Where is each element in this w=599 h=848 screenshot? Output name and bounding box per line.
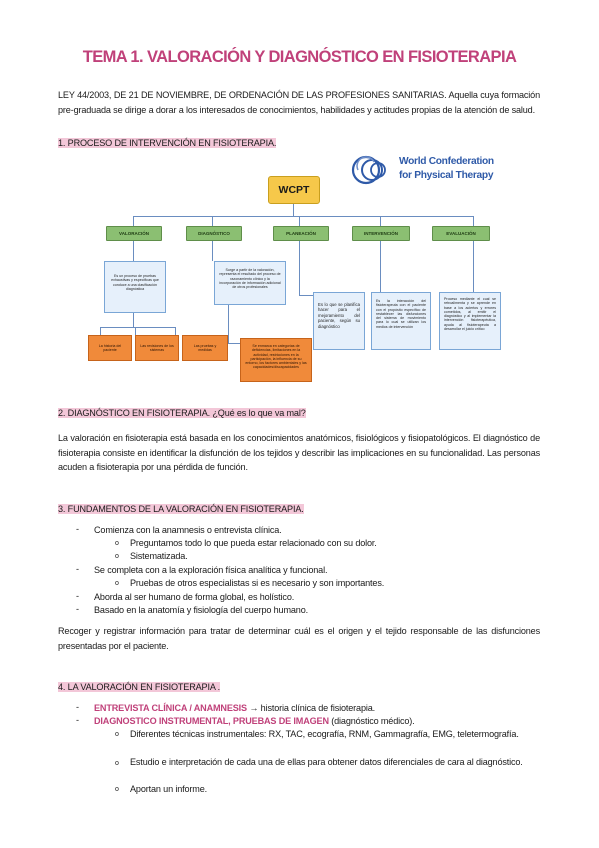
intro-paragraph: LEY 44/2003, DE 21 DE NOVIEMBRE, DE ORDE…	[58, 90, 540, 115]
anamnesis-label: ENTREVISTA CLÍNICA / ANAMNESIS	[94, 703, 247, 713]
list-item: Se completa con a la exploración física …	[94, 565, 328, 575]
list-item-anamnesis: ENTREVISTA CLÍNICA / ANAMNESIS → histori…	[94, 702, 375, 715]
connector	[212, 216, 213, 226]
connector	[299, 241, 300, 296]
list-item: Aportan un informe.	[130, 784, 208, 794]
dash-bullet: -	[76, 591, 80, 601]
list-item: Aborda al ser humano de forma global, es…	[94, 592, 295, 602]
wcpt-root-node: WCPT	[268, 176, 320, 204]
section-1-heading: 1. PROCESO DE INTERVENCIÓN EN FISIOTERAP…	[58, 137, 276, 150]
list-item-diagnostico-instrumental: DIAGNOSTICO INSTRUMENTAL, PRUEBAS DE IMA…	[94, 715, 415, 728]
intervencion-description: Es la interacción del fisioterapeuta con…	[371, 292, 431, 350]
section-2-heading: 2. DIAGNÓSTICO EN FISIOTERAPIA. ¿Qué es …	[58, 407, 306, 420]
connector	[135, 327, 136, 335]
wcpt-diagram: World Confederation for Physical Therapy…	[88, 150, 550, 382]
diagnostico-description: Surge a partir de la valoración, represe…	[214, 261, 286, 305]
dash-bullet: -	[76, 702, 80, 712]
list-item: Pruebas de otros especialistas si es nec…	[130, 578, 385, 588]
logo-text-line2: for Physical Therapy	[399, 170, 494, 181]
circle-bullet: o	[115, 553, 119, 560]
wcpt-logo-icon	[350, 152, 394, 188]
circle-bullet: o	[115, 786, 119, 793]
connector	[175, 327, 176, 335]
section-2-heading-text: 2. DIAGNÓSTICO EN FISIOTERAPIA. ¿Qué es …	[58, 408, 306, 418]
list-item: Diferentes técnicas instrumentales: RX, …	[130, 729, 519, 739]
list-item: Preguntamos todo lo que pueda estar rela…	[130, 538, 377, 548]
circle-bullet: o	[115, 731, 119, 738]
connector	[133, 241, 134, 261]
diagnostico-instrumental-rest: (diagnóstico médico).	[328, 716, 415, 726]
connector	[100, 327, 101, 335]
list-item: Comienza con la anamnesis o entrevista c…	[94, 525, 282, 535]
orange-historia: La historia del paciente	[88, 335, 132, 361]
diagnostico-orange-box: Se enmarca en categorías de deficiencias…	[240, 338, 312, 382]
diagnostico-instrumental-label: DIAGNOSTICO INSTRUMENTAL, PRUEBAS DE IMA…	[94, 716, 329, 726]
section-4-heading-text: 4. LA VALORACIÓN EN FISIOTERAPIA .	[58, 682, 221, 692]
connector	[133, 216, 473, 217]
connector	[380, 241, 381, 296]
header-valoracion: VALORACIÓN	[106, 226, 162, 241]
circle-bullet: o	[115, 760, 119, 767]
connector	[473, 241, 474, 296]
circle-bullet: o	[115, 580, 119, 587]
connector	[293, 204, 294, 216]
dash-bullet: -	[76, 564, 80, 574]
connector	[133, 216, 134, 226]
evaluacion-description: Proceso mediante el cual se retroaliment…	[439, 292, 501, 350]
connector	[133, 313, 134, 327]
dash-bullet: -	[76, 604, 80, 614]
connector	[228, 305, 229, 343]
orange-pruebas: Las pruebas y medidas	[182, 335, 228, 361]
list-item: Basado en la anatomía y fisiología del c…	[94, 605, 308, 615]
connector	[100, 327, 175, 328]
header-evaluacion: EVALUACIÓN	[432, 226, 490, 241]
orange-revisiones: Las revisiones de los sistemas	[135, 335, 179, 361]
wcpt-root-label: WCPT	[278, 184, 310, 196]
section-1-heading-text: 1. PROCESO DE INTERVENCIÓN EN FISIOTERAP…	[58, 138, 277, 148]
section-3-paragraph: Recoger y registrar información para tra…	[58, 626, 540, 651]
anamnesis-rest: → historia clínica de fisioterapia.	[246, 703, 376, 713]
circle-bullet: o	[115, 540, 119, 547]
logo-text-line1: World Confederation	[399, 156, 494, 167]
section-4-heading: 4. LA VALORACIÓN EN FISIOTERAPIA .	[58, 681, 220, 694]
header-planeacion: PLANEACIÓN	[273, 226, 329, 241]
list-item: Estudio e interpretación de cada una de …	[130, 757, 523, 767]
dash-bullet: -	[76, 715, 80, 725]
valoracion-description: Es un proceso de pruebas exhaustivas y e…	[104, 261, 166, 313]
planeacion-description: Es lo que se planifica hacer para el mej…	[313, 292, 365, 350]
connector	[212, 241, 213, 261]
list-item: Sistematizada.	[130, 551, 188, 561]
header-intervencion: INTERVENCIÓN	[352, 226, 410, 241]
connector	[299, 216, 300, 226]
dash-bullet: -	[76, 524, 80, 534]
connector	[380, 216, 381, 226]
connector	[473, 216, 474, 226]
section-2-paragraph: La valoración en fisioterapia está basad…	[58, 433, 540, 472]
connector	[299, 295, 313, 296]
connector	[228, 343, 240, 344]
header-diagnostico: DIAGNÓSTICO	[186, 226, 242, 241]
section-3-heading-text: 3. FUNDAMENTOS DE LA VALORACIÓN EN FISIO…	[58, 504, 304, 514]
section-3-heading: 3. FUNDAMENTOS DE LA VALORACIÓN EN FISIO…	[58, 503, 304, 516]
page-title: TEMA 1. VALORACIÓN Y DIAGNÓSTICO EN FISI…	[82, 48, 517, 66]
